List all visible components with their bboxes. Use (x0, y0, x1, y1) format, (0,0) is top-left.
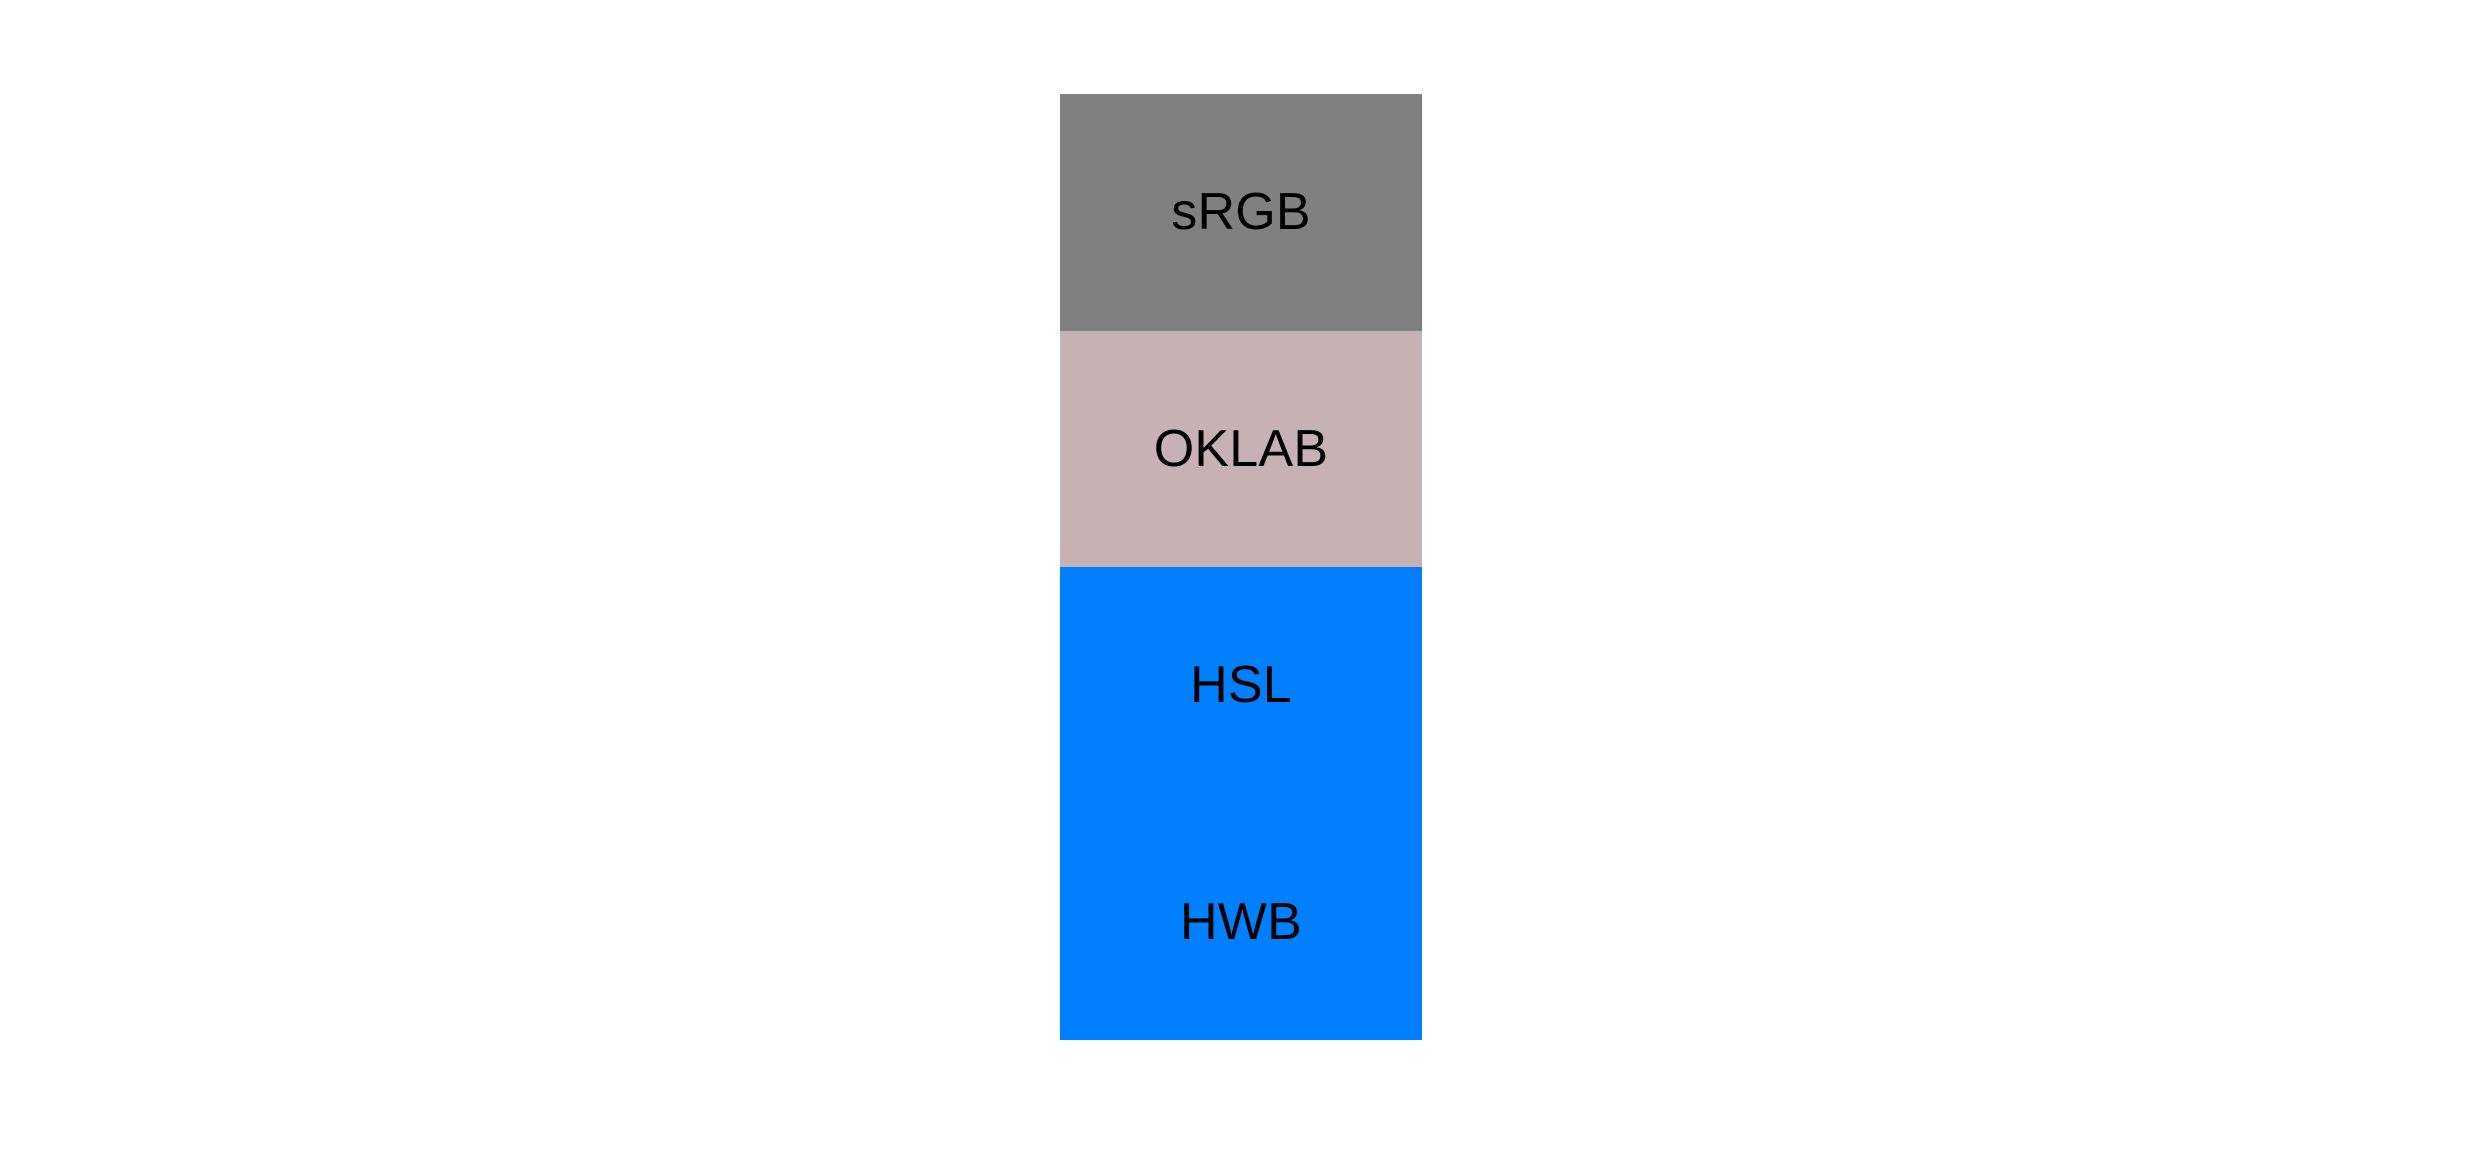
swatch-srgb: sRGB (1060, 94, 1422, 331)
swatch-hwb: HWB (1060, 803, 1422, 1040)
swatch-label-hwb: HWB (1180, 892, 1302, 951)
swatch-hsl: HSL (1060, 567, 1422, 804)
swatch-label-srgb: sRGB (1171, 183, 1311, 242)
swatch-label-hsl: HSL (1190, 656, 1292, 715)
swatch-label-oklab: OKLAB (1153, 419, 1329, 478)
color-interpolation-swatch-stack: sRGB OKLAB HSL HWB (1060, 94, 1422, 1040)
swatch-oklab: OKLAB (1060, 330, 1422, 567)
